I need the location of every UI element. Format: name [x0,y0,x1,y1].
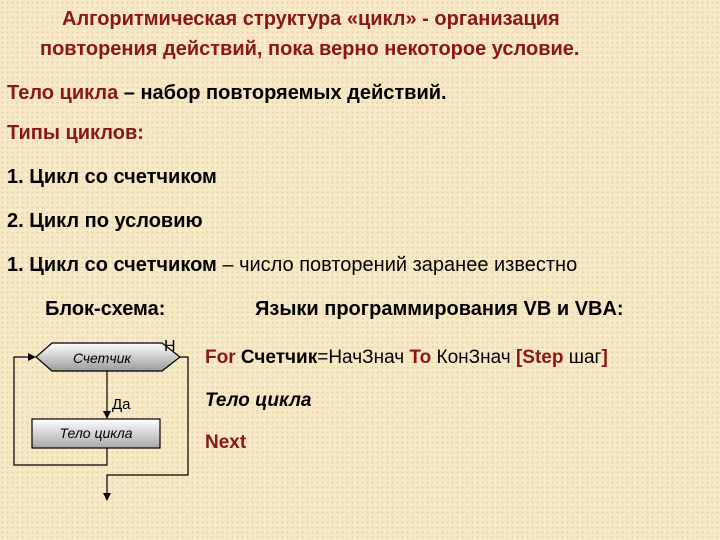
code-loop-body: Тело цикла [205,390,312,411]
loop-body-term: Тело цикла [7,82,119,104]
counter-loop-term: 1. Цикл со счетчиком [7,254,217,276]
slide-title-line-2: повторения действий, пока верно некоторо… [40,38,580,60]
loop-back-line [13,356,108,466]
step-value: шаг [568,347,602,368]
condition-label: Счетчик [73,350,132,366]
loop-types-header: Типы циклов: [7,122,144,144]
loop-body-box-label: Тело цикла [59,425,132,441]
for-statement-line: For Счетчик=НачЗнач To КонЗнач [Step шаг… [205,347,608,369]
counter-loop-statement: 1. Цикл со счетчиком – число повторений … [7,254,577,277]
step-close-bracket: ] [601,347,608,368]
start-value: =НачЗнач [317,347,405,368]
languages-title: Языки программирования VB и VBA: [255,298,624,320]
condition-hexagon [35,342,181,372]
counter-variable: Счетчик [240,347,318,368]
slide-title-line-1: Алгоритмическая структура «цикл» - орган… [62,8,560,30]
loop-type-counter: 1. Цикл со счетчиком [7,166,217,188]
counter-loop-description: – число повторений заранее известно [216,254,578,276]
step-keyword: [Step [515,347,564,368]
loop-type-condition: 2. Цикл по условию [7,210,203,232]
no-branch-label: Н [164,338,176,355]
exit-line [106,356,189,495]
to-keyword: To [409,347,432,368]
yes-branch-label: Да [112,396,131,413]
exit-arrow [103,493,111,501]
for-keyword: For [205,347,236,368]
next-keyword: Next [205,432,247,453]
loop-back-arrow [28,353,36,361]
yes-arrow [103,411,111,419]
loop-flowchart: Счетчик Н Да Тело цикла [13,338,189,501]
loop-body-box [31,418,161,449]
flowchart-title: Блок-схема: [45,298,166,320]
end-value: КонЗнач [436,347,511,368]
loop-body-definition: Тело цикла – набор повторяемых действий. [7,82,447,105]
loop-body-description: – набор повторяемых действий. [118,82,447,104]
